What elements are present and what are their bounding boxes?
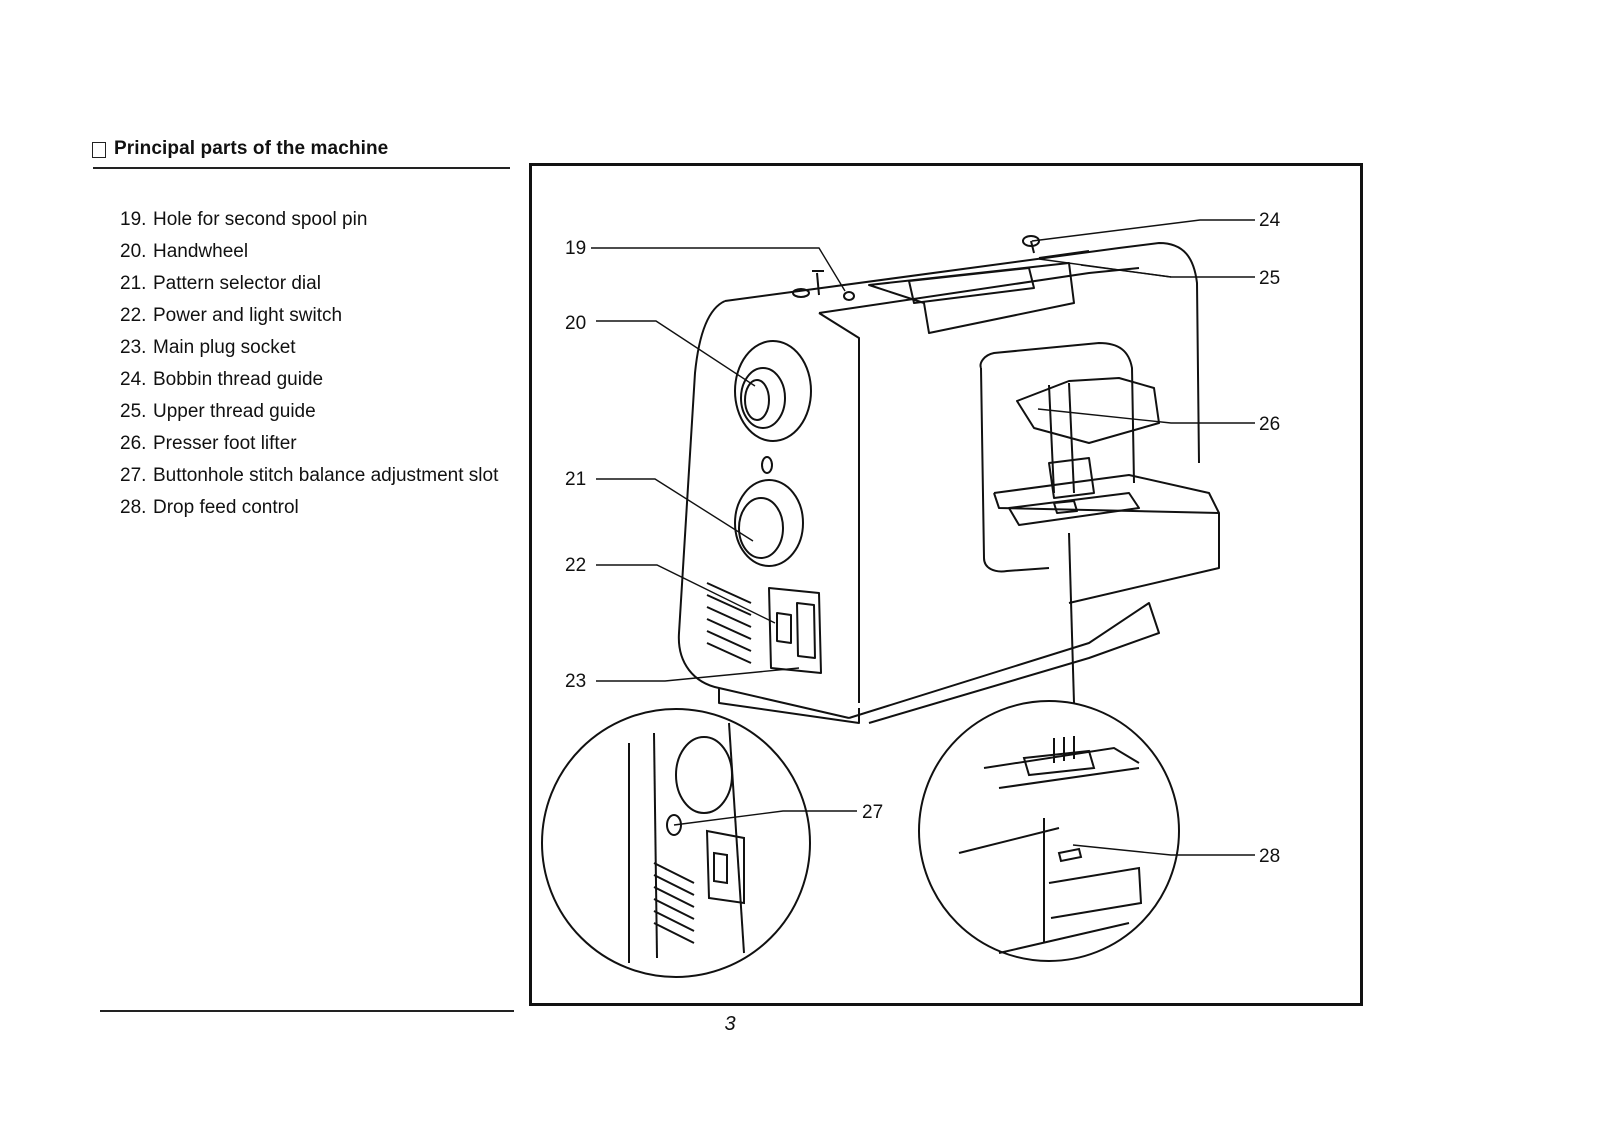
list-item: 25. Upper thread guide <box>120 400 500 424</box>
list-item: 19. Hole for second spool pin <box>120 208 500 232</box>
item-number: 26. <box>120 433 147 454</box>
item-number: 19. <box>120 209 147 230</box>
callout-21: 21 <box>565 469 586 490</box>
item-text: Pattern selector dial <box>153 273 321 294</box>
item-text: Hole for second spool pin <box>153 209 368 230</box>
item-text: Bobbin thread guide <box>153 369 324 390</box>
callout-24: 24 <box>1259 210 1281 231</box>
callout-27: 27 <box>862 802 883 823</box>
list-item: 23. Main plug socket <box>120 336 500 360</box>
item-text: Upper thread guide <box>153 401 316 422</box>
callout-28: 28 <box>1259 846 1280 867</box>
item-number: 22. <box>120 305 147 326</box>
callout-labels: 19 20 21 22 23 24 25 26 27 28 <box>565 210 1281 867</box>
callout-22: 22 <box>565 555 586 576</box>
list-item: 21. Pattern selector dial <box>120 272 500 296</box>
list-item: 26. Presser foot lifter <box>120 432 500 456</box>
item-number: 20. <box>120 241 147 262</box>
item-text: Buttonhole stitch balance adjustment slo… <box>153 465 499 486</box>
item-text: Power and light switch <box>153 305 343 326</box>
list-item: 20. Handwheel <box>120 240 500 264</box>
list-item: 24. Bobbin thread guide <box>120 368 500 392</box>
item-number: 21. <box>120 273 147 294</box>
item-text: Drop feed control <box>153 497 299 518</box>
figure-svg: 19 20 21 22 23 24 25 26 27 28 <box>529 163 1363 1006</box>
callout-20: 20 <box>565 313 586 334</box>
item-number: 24. <box>120 369 147 390</box>
list-item: 27. Buttonhole stitch balance adjustment … <box>120 464 500 488</box>
item-number: 25. <box>120 401 147 422</box>
callout-19: 19 <box>565 238 586 259</box>
item-text: Handwheel <box>153 241 249 262</box>
item-number: 28. <box>120 497 147 518</box>
detail-circle-slot <box>541 708 811 978</box>
item-text: Main plug socket <box>153 337 296 358</box>
page-number: 3 <box>724 1013 736 1035</box>
list-item: 28. Drop feed control <box>120 496 500 520</box>
list-item: 22. Power and light switch <box>120 304 500 328</box>
sewing-machine-illustration <box>677 235 1220 724</box>
callout-26: 26 <box>1259 414 1280 435</box>
machine-figure: 19 20 21 22 23 24 25 26 27 28 <box>529 163 1363 1006</box>
section-title: Principal parts of the machine <box>114 138 389 159</box>
section-heading: Principal parts of the machine <box>92 138 502 160</box>
leader-lines <box>591 219 1255 856</box>
heading-rule <box>93 167 510 169</box>
item-number: 27. <box>120 465 147 486</box>
parts-list: 19. Hole for second spool pin 20. Handwhee… <box>120 208 500 528</box>
detail-circle-drop-feed <box>918 700 1180 962</box>
item-number: 23. <box>120 337 147 358</box>
callout-23: 23 <box>565 671 586 692</box>
figure-border <box>529 163 1363 1006</box>
item-text: Presser foot lifter <box>153 433 297 454</box>
checkbox-square-icon <box>92 142 106 158</box>
footer-rule <box>100 1010 514 1012</box>
callout-25: 25 <box>1259 268 1280 289</box>
